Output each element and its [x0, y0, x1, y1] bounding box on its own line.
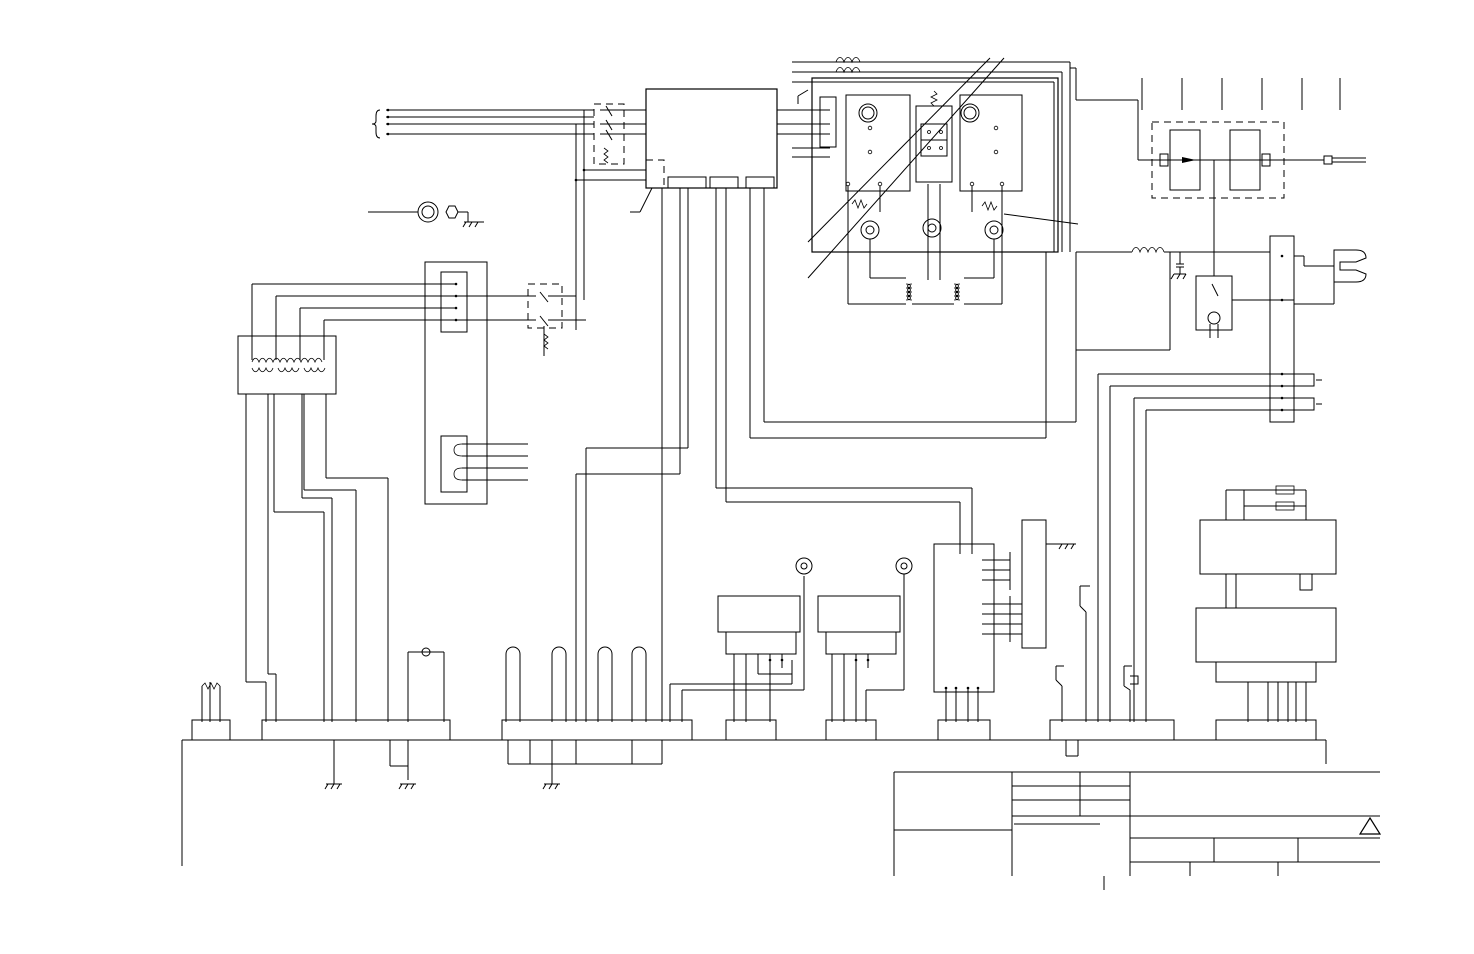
- thermal-sensors: [795, 557, 913, 722]
- inverter-module: [807, 57, 1079, 438]
- warning-triangle-icon: [1358, 816, 1382, 835]
- main-board-harness: [575, 188, 1076, 722]
- ground-terminal: [368, 201, 484, 228]
- main-control-board: [630, 88, 778, 213]
- auxiliary-transformer: [237, 283, 456, 722]
- interface-board: [933, 519, 1068, 722]
- output-choke: [1075, 247, 1270, 422]
- board-to-inverter-lines: [777, 57, 1070, 158]
- pressure-switches: [1055, 585, 1139, 757]
- terminal-strip: [1097, 235, 1367, 722]
- relay-board-right: [817, 595, 901, 722]
- display-module: [1195, 485, 1337, 722]
- ground-symbols: [324, 543, 1076, 790]
- gas-solenoid-circuit: [527, 283, 586, 356]
- fan-motor: [389, 647, 445, 780]
- left-pot: [201, 682, 221, 722]
- control-panel-left: [424, 261, 536, 505]
- title-block: [893, 771, 1380, 890]
- input-power-switch: [574, 103, 646, 330]
- sensor-harness: [505, 576, 805, 765]
- output-connector: [1151, 121, 1366, 276]
- relay-board-left: [717, 595, 801, 722]
- output-lines-top: [1053, 62, 1341, 252]
- bottom-connector-row: [181, 719, 1327, 866]
- input-power-lines: [371, 108, 594, 139]
